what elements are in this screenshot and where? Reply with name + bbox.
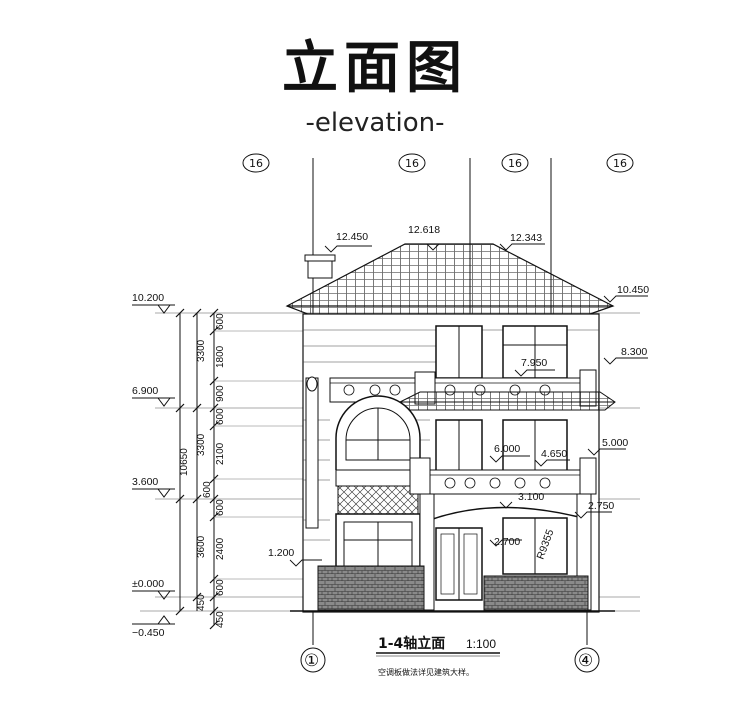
level-6000: 6.000: [494, 443, 520, 455]
dim-detail: 450: [215, 611, 226, 628]
level-minus-0450: −0.450: [132, 627, 165, 639]
level-10450: 10.450: [617, 284, 649, 296]
dim-total: 10650: [179, 448, 190, 476]
axis-number-right: ④: [578, 651, 593, 671]
level-6900: 6.900: [132, 385, 158, 397]
page-subtitle: -elevation-: [305, 108, 445, 138]
axis-number-left: ①: [304, 651, 319, 671]
left-pilaster: [305, 377, 319, 529]
axis-tag-4: 16: [613, 157, 627, 170]
dim-detail: 2400: [215, 537, 226, 560]
axis-tag-2: 16: [405, 157, 419, 170]
axis-tag-1: 16: [249, 157, 263, 170]
axis-tag-3: 16: [508, 157, 522, 170]
level-12618: 12.618: [408, 224, 440, 236]
level-8300: 8.300: [621, 346, 647, 358]
level-2750: 2.750: [588, 500, 614, 512]
dim-detail: 1800: [215, 345, 226, 368]
caption-note: 空调板做法详见建筑大样。: [378, 667, 474, 677]
level-3100: 3.100: [518, 491, 544, 503]
dim-detail: 600: [215, 579, 226, 596]
caption-title: 1-4轴立面: [378, 635, 445, 652]
stone-base-left: [317, 565, 425, 611]
dim-detail: 2100: [215, 442, 226, 465]
level-10200: 10.200: [132, 292, 164, 304]
stone-base-right: [483, 575, 589, 611]
level-12343: 12.343: [510, 232, 542, 244]
dim-storey-3: 3300: [196, 339, 207, 362]
level-2700: 2.700: [494, 536, 520, 548]
page-title: 立面图: [282, 36, 468, 101]
level-1200: 1.200: [268, 547, 294, 559]
level-0000: ±0.000: [132, 578, 164, 590]
dim-detail: 900: [215, 385, 226, 402]
balcony-2f: [429, 469, 581, 495]
dim-detail: 600: [215, 499, 226, 516]
dim-detail: 600: [215, 313, 226, 330]
caption-scale: 1:100: [466, 637, 496, 651]
lower-roof: [399, 391, 616, 411]
decorative-panel: [337, 485, 419, 515]
dim-detail: 600: [202, 481, 213, 498]
level-5000: 5.000: [602, 437, 628, 449]
level-7950: 7.950: [521, 357, 547, 369]
dim-storey-2: 3300: [196, 433, 207, 456]
level-3600: 3.600: [132, 476, 158, 488]
dim-detail: 600: [215, 408, 226, 425]
main-roof: [285, 243, 615, 315]
dim-detail: 450: [196, 594, 207, 611]
dim-storey-1: 3600: [196, 535, 207, 558]
level-4650: 4.650: [541, 448, 567, 460]
level-12450: 12.450: [336, 231, 368, 243]
